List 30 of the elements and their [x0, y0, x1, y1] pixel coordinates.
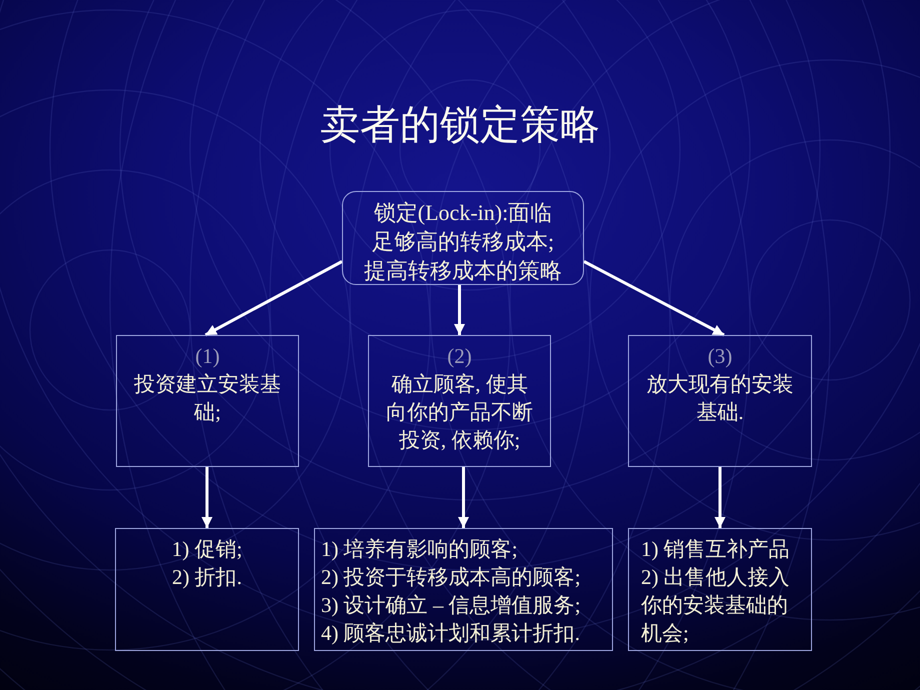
- arrow: [202, 467, 212, 528]
- step-number: (1): [195, 343, 220, 370]
- box-text: 2) 折扣.: [172, 564, 242, 591]
- strategy-box: [368, 335, 551, 467]
- tactic-box: [628, 528, 812, 651]
- box-text: 锁定(Lock-in):面临足够高的转移成本;: [370, 199, 556, 256]
- arrow: [204, 260, 343, 336]
- box-text: 投资建立安装基础;: [133, 371, 282, 426]
- list-item: 3) 设计确立 – 信息增值服务;: [321, 592, 581, 619]
- step-number: (3): [708, 343, 732, 370]
- box-text: 1) 促销;: [172, 536, 242, 563]
- slide-title: 卖者的锁定策略: [320, 101, 600, 149]
- concept-box: [342, 191, 584, 285]
- arrow: [583, 260, 725, 336]
- box-text: 提高转移成本的策略: [364, 257, 562, 285]
- list-item: 1) 培养有影响的顾客;: [321, 536, 518, 563]
- strategy-box: [628, 335, 812, 467]
- arrow: [454, 285, 465, 335]
- step-number: (2): [447, 343, 472, 370]
- strategy-box: [116, 335, 299, 467]
- tactic-box: [314, 528, 613, 651]
- list-item: 1) 销售互补产品: [641, 536, 790, 563]
- arrow: [458, 467, 469, 528]
- box-text: 确立顾客, 使其向你的产品不断投资, 依赖你;: [385, 371, 534, 454]
- list-item: 4) 顾客忠诚计划和累计折扣.: [321, 620, 580, 647]
- list-item: 2) 出售他人接入你的安装基础的机会;: [641, 564, 791, 647]
- box-text: 放大现有的安装基础.: [646, 371, 794, 426]
- tactic-box: [115, 528, 299, 651]
- list-item: 2) 投资于转移成本高的顾客;: [321, 564, 581, 591]
- arrow: [714, 467, 726, 528]
